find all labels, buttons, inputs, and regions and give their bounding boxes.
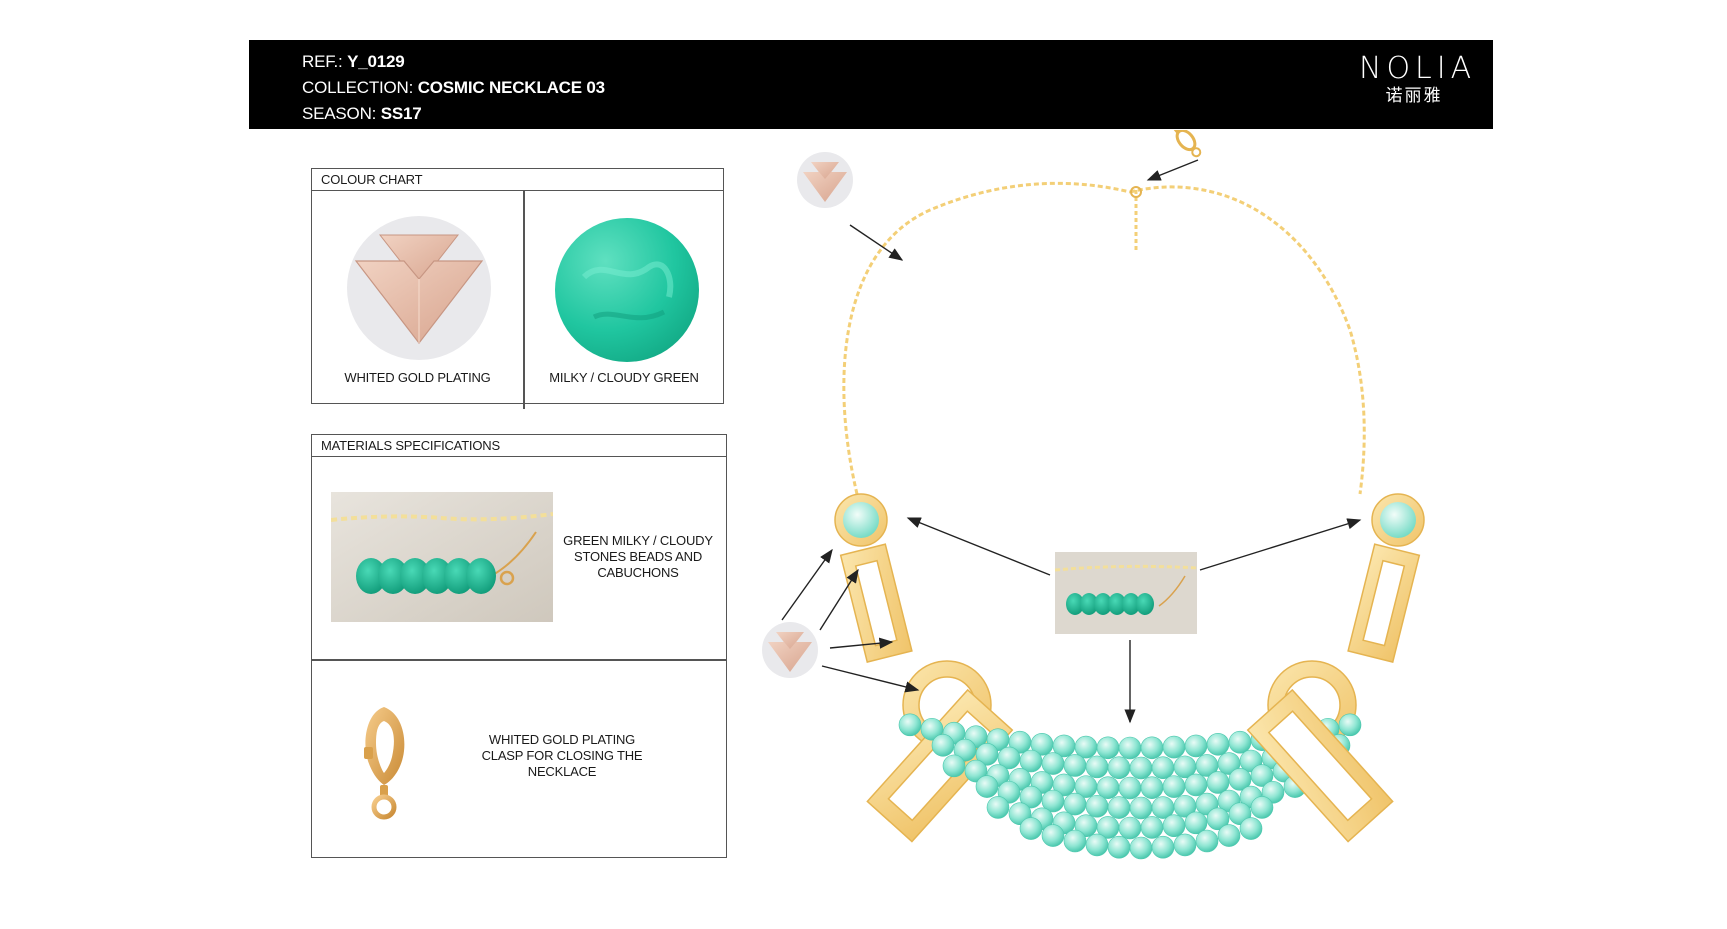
- bead: [1217, 824, 1241, 847]
- bead: [1063, 829, 1087, 853]
- bead: [1151, 756, 1175, 780]
- bead: [1129, 756, 1153, 780]
- bead: [1129, 796, 1153, 820]
- bead: [931, 734, 955, 757]
- bead: [1239, 817, 1263, 840]
- bead: [1096, 736, 1120, 760]
- bead: [986, 796, 1010, 819]
- necklace-diagram: [762, 130, 1425, 860]
- bead: [1118, 816, 1142, 840]
- bead: [975, 775, 999, 798]
- materials-title: MATERIALS SPECIFICATIONS: [312, 435, 726, 457]
- colour-chart-title: COLOUR CHART: [312, 169, 723, 191]
- bead: [1085, 755, 1109, 779]
- bead: [1162, 814, 1186, 838]
- bead: [1206, 807, 1230, 831]
- bead: [953, 738, 977, 762]
- season-value: SS17: [380, 104, 422, 123]
- bead: [942, 754, 966, 778]
- collection-label: COLLECTION:: [302, 78, 414, 97]
- bead: [1129, 836, 1153, 860]
- bead: [1250, 796, 1274, 819]
- bead: [1184, 773, 1208, 797]
- chain-right: [1129, 185, 1366, 495]
- brand-logo: NOLIA 诺丽雅: [1359, 51, 1477, 106]
- bead: [1206, 771, 1230, 794]
- bead: [1140, 736, 1164, 760]
- green-swatch-label: MILKY / CLOUDY GREEN: [549, 370, 699, 385]
- bead: [898, 713, 922, 737]
- bead: [1338, 713, 1362, 737]
- beads-photo-reference: [1054, 552, 1198, 634]
- clasp-material-label: WHITED GOLD PLATING CLASP FOR CLOSING TH…: [481, 732, 643, 779]
- bead: [1151, 835, 1175, 859]
- collection-line: COLLECTION: COSMIC NECKLACE 03: [302, 75, 605, 101]
- bead: [1173, 833, 1197, 857]
- lobster-clasp-image: [364, 707, 405, 820]
- rose-gold-swatch-label: WHITED GOLD PLATING: [344, 370, 491, 385]
- brand-logo-chinese: 诺丽雅: [1385, 86, 1443, 105]
- ref-line: REF.: Y_0129: [302, 49, 605, 75]
- annotation-arrows: [781, 159, 1362, 724]
- bead: [1162, 735, 1186, 759]
- bead: [1107, 835, 1131, 859]
- ref-label: REF.:: [302, 52, 343, 71]
- bead: [1228, 768, 1252, 791]
- colour-chart-divider: [523, 191, 525, 409]
- bead: [1162, 775, 1186, 798]
- bead: [1085, 794, 1109, 818]
- bead: [1184, 811, 1208, 835]
- season-label: SEASON:: [302, 104, 377, 123]
- bead: [1041, 752, 1065, 775]
- bead: [1184, 734, 1208, 758]
- bead: [975, 742, 999, 766]
- bead: [1085, 833, 1109, 857]
- beads-material-label: GREEN MILKY / CLOUDY STONES BEADS AND CA…: [563, 533, 713, 580]
- bead: [1019, 785, 1043, 809]
- rose-gold-swatch-image: [347, 216, 491, 360]
- bead: [1206, 732, 1230, 756]
- materials-panel: MATERIALS SPECIFICATIONS GREEN MILKY / C…: [311, 434, 727, 858]
- bead: [1107, 796, 1131, 819]
- bead: [997, 746, 1021, 770]
- gold-frame-left-upper: [839, 543, 913, 663]
- rose-gold-icon-bottom: [762, 622, 818, 678]
- spec-lines: REF.: Y_0129 COLLECTION: COSMIC NECKLACE…: [302, 49, 605, 127]
- bead: [1096, 776, 1120, 799]
- rose-gold-icon-top: [797, 152, 853, 208]
- ref-value: Y_0129: [347, 52, 405, 71]
- bead: [1118, 776, 1142, 800]
- header-bar: REF.: Y_0129 COLLECTION: COSMIC NECKLACE…: [249, 40, 1493, 129]
- bead: [1019, 817, 1043, 840]
- bead: [1250, 764, 1274, 787]
- bead: [1041, 789, 1065, 813]
- bead: [920, 717, 944, 741]
- bead: [1063, 792, 1087, 816]
- bead: [1228, 730, 1252, 754]
- brand-logo-latin: NOLIA: [1359, 51, 1477, 86]
- green-beads-photo: [331, 492, 553, 622]
- materials-divider: [312, 659, 726, 661]
- bead: [1063, 754, 1087, 777]
- bead: [1195, 829, 1219, 853]
- green-swatch-image: [555, 218, 699, 362]
- cabochon-left: [834, 493, 888, 547]
- gold-frame-right-lower: [1246, 688, 1394, 843]
- bead: [1140, 816, 1164, 839]
- gold-frame-right-upper: [1347, 543, 1421, 663]
- bead: [1140, 776, 1164, 799]
- bead: [1041, 824, 1065, 847]
- collection-value: COSMIC NECKLACE 03: [417, 78, 605, 97]
- bead: [1107, 756, 1131, 780]
- clasp-drawing: [1173, 130, 1202, 158]
- cabochon-right: [1371, 493, 1425, 547]
- season-line: SEASON: SS17: [302, 101, 605, 127]
- colour-chart-panel: COLOUR CHART WHITED GOLD PLATING MILKY /…: [311, 168, 724, 409]
- chain-left: [842, 181, 1131, 495]
- bead: [1118, 736, 1142, 760]
- bead: [964, 759, 988, 783]
